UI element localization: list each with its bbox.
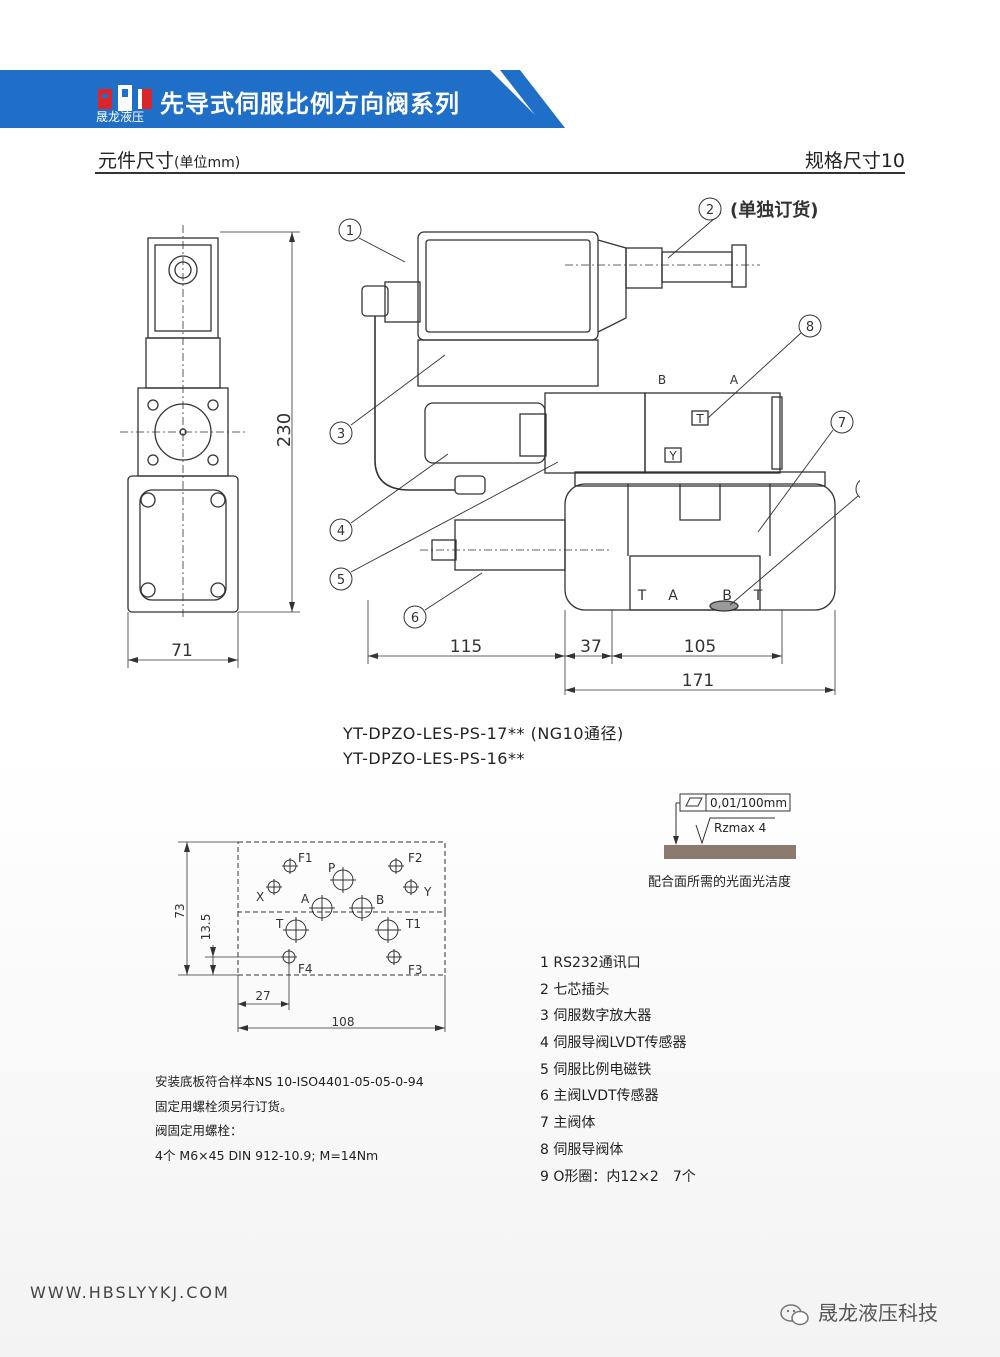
plate-dim-73: 73 xyxy=(173,903,187,918)
model-line-2: YT-DPZO-LES-PS-16** xyxy=(343,749,525,768)
plate-dim-108: 108 xyxy=(332,1015,355,1029)
list-item: 3 伺服数字放大器 xyxy=(540,1008,652,1025)
callout-5: 5 xyxy=(337,573,345,588)
plate-port-t: T xyxy=(275,917,284,931)
callout-2: 2 xyxy=(706,203,714,218)
note-line: 固定用螺栓须另行订货。 xyxy=(155,1098,293,1114)
callout-6: 6 xyxy=(411,611,419,626)
plate-port-x: X xyxy=(256,890,264,904)
callout-3: 3 xyxy=(337,427,345,442)
dim-115-label: 115 xyxy=(450,637,482,657)
note-line: 阀固定用螺栓： xyxy=(155,1123,243,1138)
plate-port-f1: F1 xyxy=(298,851,313,865)
website-link[interactable]: WWW.HBSLYYKJ.COM xyxy=(30,1283,230,1302)
front-view xyxy=(350,212,859,695)
plate-port-a: A xyxy=(301,892,310,906)
flatness-value: 0,01/100mm xyxy=(710,796,787,810)
size-label: 规格尺寸10 xyxy=(804,150,905,172)
list-item: 8 伺服导阀体 xyxy=(540,1141,624,1158)
port-a-top: A xyxy=(730,373,739,387)
list-item: 2 七芯插头 xyxy=(540,981,610,998)
note-line: 安装底板符合样本NS 10-ISO4401-05-05-0-94 xyxy=(155,1074,424,1089)
plate-port-p: P xyxy=(328,861,335,875)
plate-dim-27: 27 xyxy=(255,989,270,1003)
callout-7: 7 xyxy=(838,416,846,431)
plate-port-y: Y xyxy=(423,885,432,899)
section-label-text: 元件尺寸 xyxy=(98,150,175,172)
mounting-notes: 安装底板符合样本NS 10-ISO4401-05-05-0-94 固定用螺栓须另… xyxy=(155,1070,424,1168)
section-label: 元件尺寸(单位mm) xyxy=(98,146,240,173)
port-a: A xyxy=(668,588,678,604)
section-divider xyxy=(95,172,905,174)
roughness-value: Rzmax 4 xyxy=(714,821,766,835)
port-t2: T xyxy=(753,588,763,604)
parts-list: 1 RS232通讯口 2 七芯插头 3 伺服数字放大器 4 伺服导阀LVDT传感… xyxy=(540,953,696,1193)
note-line: 4个 M6×45 DIN 912-10.9; M=14Nm xyxy=(155,1147,379,1163)
port-t1: T xyxy=(637,588,647,604)
page-title: 先导式伺服比例方向阀系列 xyxy=(160,90,460,118)
port-b: B xyxy=(722,588,732,604)
wechat-icon xyxy=(780,1303,809,1325)
valve-dimension-drawing: 230 71 xyxy=(120,197,860,695)
list-item: 5 伺服比例电磁铁 xyxy=(540,1061,652,1078)
plate-dim-13-5: 13.5 xyxy=(199,914,213,941)
section-unit: (单位mm) xyxy=(174,155,241,171)
dim-105-label: 105 xyxy=(684,637,716,657)
list-item: 9 O形圈：内12×2 7个 xyxy=(540,1168,696,1185)
wechat-account: 晟龙液压科技 xyxy=(780,1297,938,1326)
logo-subtitle: 晟龙液压 xyxy=(96,110,145,124)
list-item: 4 伺服导阀LVDT传感器 xyxy=(540,1035,687,1052)
mounting-plate-drawing: F1 F2 P X Y A B T T1 F4 F3 73 13.5 27 10… xyxy=(173,841,446,1032)
callout-2-note: (单独订货) xyxy=(730,199,818,221)
wechat-name: 晟龙液压科技 xyxy=(818,1301,938,1325)
port-t-box: T xyxy=(695,412,704,426)
callout-markers xyxy=(329,197,860,629)
callout-1: 1 xyxy=(346,224,354,239)
callout-8: 8 xyxy=(806,320,814,335)
list-item: 6 主阀LVDT传感器 xyxy=(540,1088,659,1105)
plate-port-b: B xyxy=(376,893,384,907)
list-item: 7 主阀体 xyxy=(540,1115,596,1132)
finish-caption: 配合面所需的光面光洁度 xyxy=(648,875,792,890)
dim-height-label: 230 xyxy=(274,413,295,447)
side-view xyxy=(120,225,300,668)
logo-icon xyxy=(98,85,152,111)
callout-4: 4 xyxy=(337,524,345,539)
surface-finish-symbol: 0,01/100mm Rzmax 4 xyxy=(664,793,796,859)
model-line-1: YT-DPZO-LES-PS-17** (NG10通径) xyxy=(343,724,624,743)
port-y-box: Y xyxy=(668,449,677,463)
dim-71-label: 71 xyxy=(171,641,193,661)
plate-port-f2: F2 xyxy=(408,851,423,865)
header-banner xyxy=(0,70,565,128)
plate-port-f3: F3 xyxy=(408,963,423,977)
plate-port-f4: F4 xyxy=(298,962,313,976)
port-b-top: B xyxy=(658,373,666,387)
plate-port-t1: T1 xyxy=(405,917,421,931)
list-item: 1 RS232通讯口 xyxy=(540,955,641,971)
dim-171-label: 171 xyxy=(682,671,714,691)
dim-37-label: 37 xyxy=(580,637,602,657)
